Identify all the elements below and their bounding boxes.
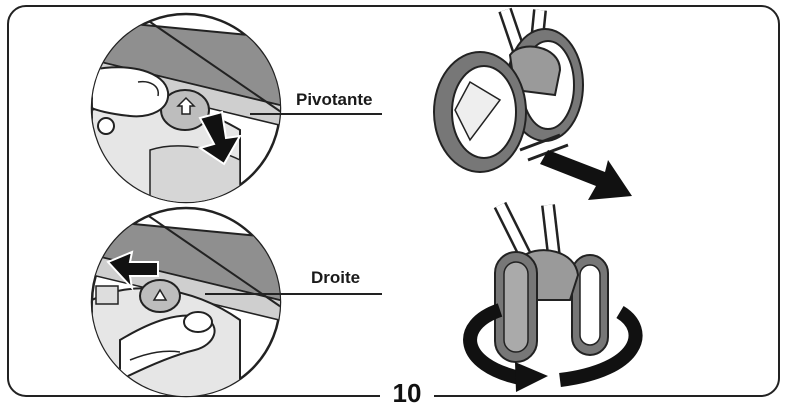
swivel-label: Pivotante — [296, 90, 373, 109]
down-arrow-icon — [197, 110, 242, 166]
motion-arrow-icon — [540, 150, 632, 200]
straight-label: Droite — [311, 268, 361, 287]
straight-detail-circle — [90, 206, 282, 398]
up-left-arrow-icon — [106, 250, 159, 292]
swivel-detail-circle — [90, 12, 282, 204]
straight-wheels-illustration — [463, 201, 643, 392]
rotation-arrow-icon — [515, 362, 548, 392]
swivel-wheels-illustration — [433, 7, 632, 200]
page-number: 10 — [383, 378, 431, 408]
